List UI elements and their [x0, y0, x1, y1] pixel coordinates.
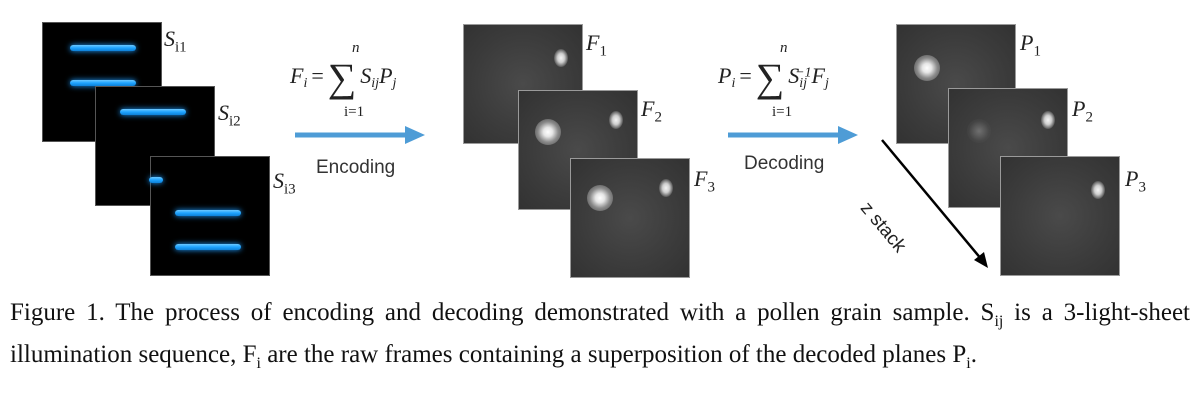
label-f-2: F2: [641, 96, 662, 126]
decoding-arrow-icon: [728, 126, 858, 144]
caption-text: .: [970, 341, 977, 368]
z-stack-arrow-icon: [881, 139, 988, 268]
figure-caption: Figure 1. The process of encoding and de…: [10, 296, 1190, 380]
label-s-i3: Si3: [273, 168, 296, 198]
decoded-plane-3: [1000, 156, 1120, 276]
light-sheet-stripe: [120, 109, 186, 115]
light-sheet-stripe: [175, 244, 241, 250]
figure: Si1 Si2 Si3 n i=1 Fi = ∑ SijPj Encoding …: [42, 22, 1146, 278]
encoding-expression: Fi = ∑ SijPj: [290, 55, 397, 100]
light-sheet-stripe: [149, 177, 163, 183]
sum-upper-limit: n: [780, 40, 788, 56]
pollen-spot: [587, 185, 613, 211]
label-s-i2: Si2: [218, 100, 241, 130]
encoding-label: Encoding: [316, 157, 396, 178]
label-f-3: F3: [694, 166, 715, 196]
caption-sub: i: [966, 355, 971, 372]
caption-text: are the raw frames containing a superpos…: [260, 341, 967, 368]
caption-text: is a 3-light-sheet illumination sequence…: [10, 299, 1190, 368]
caption-sub: ij: [994, 313, 1004, 330]
sum-lower-limit: i=1: [772, 104, 793, 120]
light-sheet-stripe: [70, 80, 136, 86]
decoding-expression: Pi = ∑ Sij−1Fj: [718, 55, 829, 100]
label-f-1: F1: [586, 30, 607, 60]
label-p-2: P2: [1072, 96, 1093, 126]
decoding-formula: n i=1 Pi = ∑ Sij−1Fj: [718, 40, 868, 120]
caption-text: Figure 1. The process of encoding and de…: [10, 299, 995, 326]
decoding-label: Decoding: [744, 153, 825, 174]
encoding-arrow-icon: [295, 126, 425, 144]
label-p-1: P1: [1020, 30, 1041, 60]
pollen-spot: [659, 179, 673, 197]
pollen-spot: [1041, 111, 1055, 129]
label-p-3: P3: [1125, 166, 1146, 196]
raw-frame-3: [570, 158, 690, 278]
light-sheet-stripe: [70, 45, 136, 51]
encoding-formula: n i=1 Fi = ∑ SijPj: [290, 40, 430, 120]
illumination-panel-3: [149, 156, 270, 276]
light-sheet-stripe: [175, 210, 241, 216]
sum-lower-limit: i=1: [344, 104, 365, 120]
pollen-spot: [535, 119, 561, 145]
sum-upper-limit: n: [352, 40, 360, 56]
pollen-spot: [967, 119, 991, 143]
pollen-spot: [914, 55, 940, 81]
caption-sub: i: [256, 355, 261, 372]
pollen-spot: [1091, 181, 1105, 199]
label-s-i1: Si1: [164, 26, 187, 56]
pollen-spot: [609, 111, 623, 129]
pollen-spot: [554, 49, 568, 67]
